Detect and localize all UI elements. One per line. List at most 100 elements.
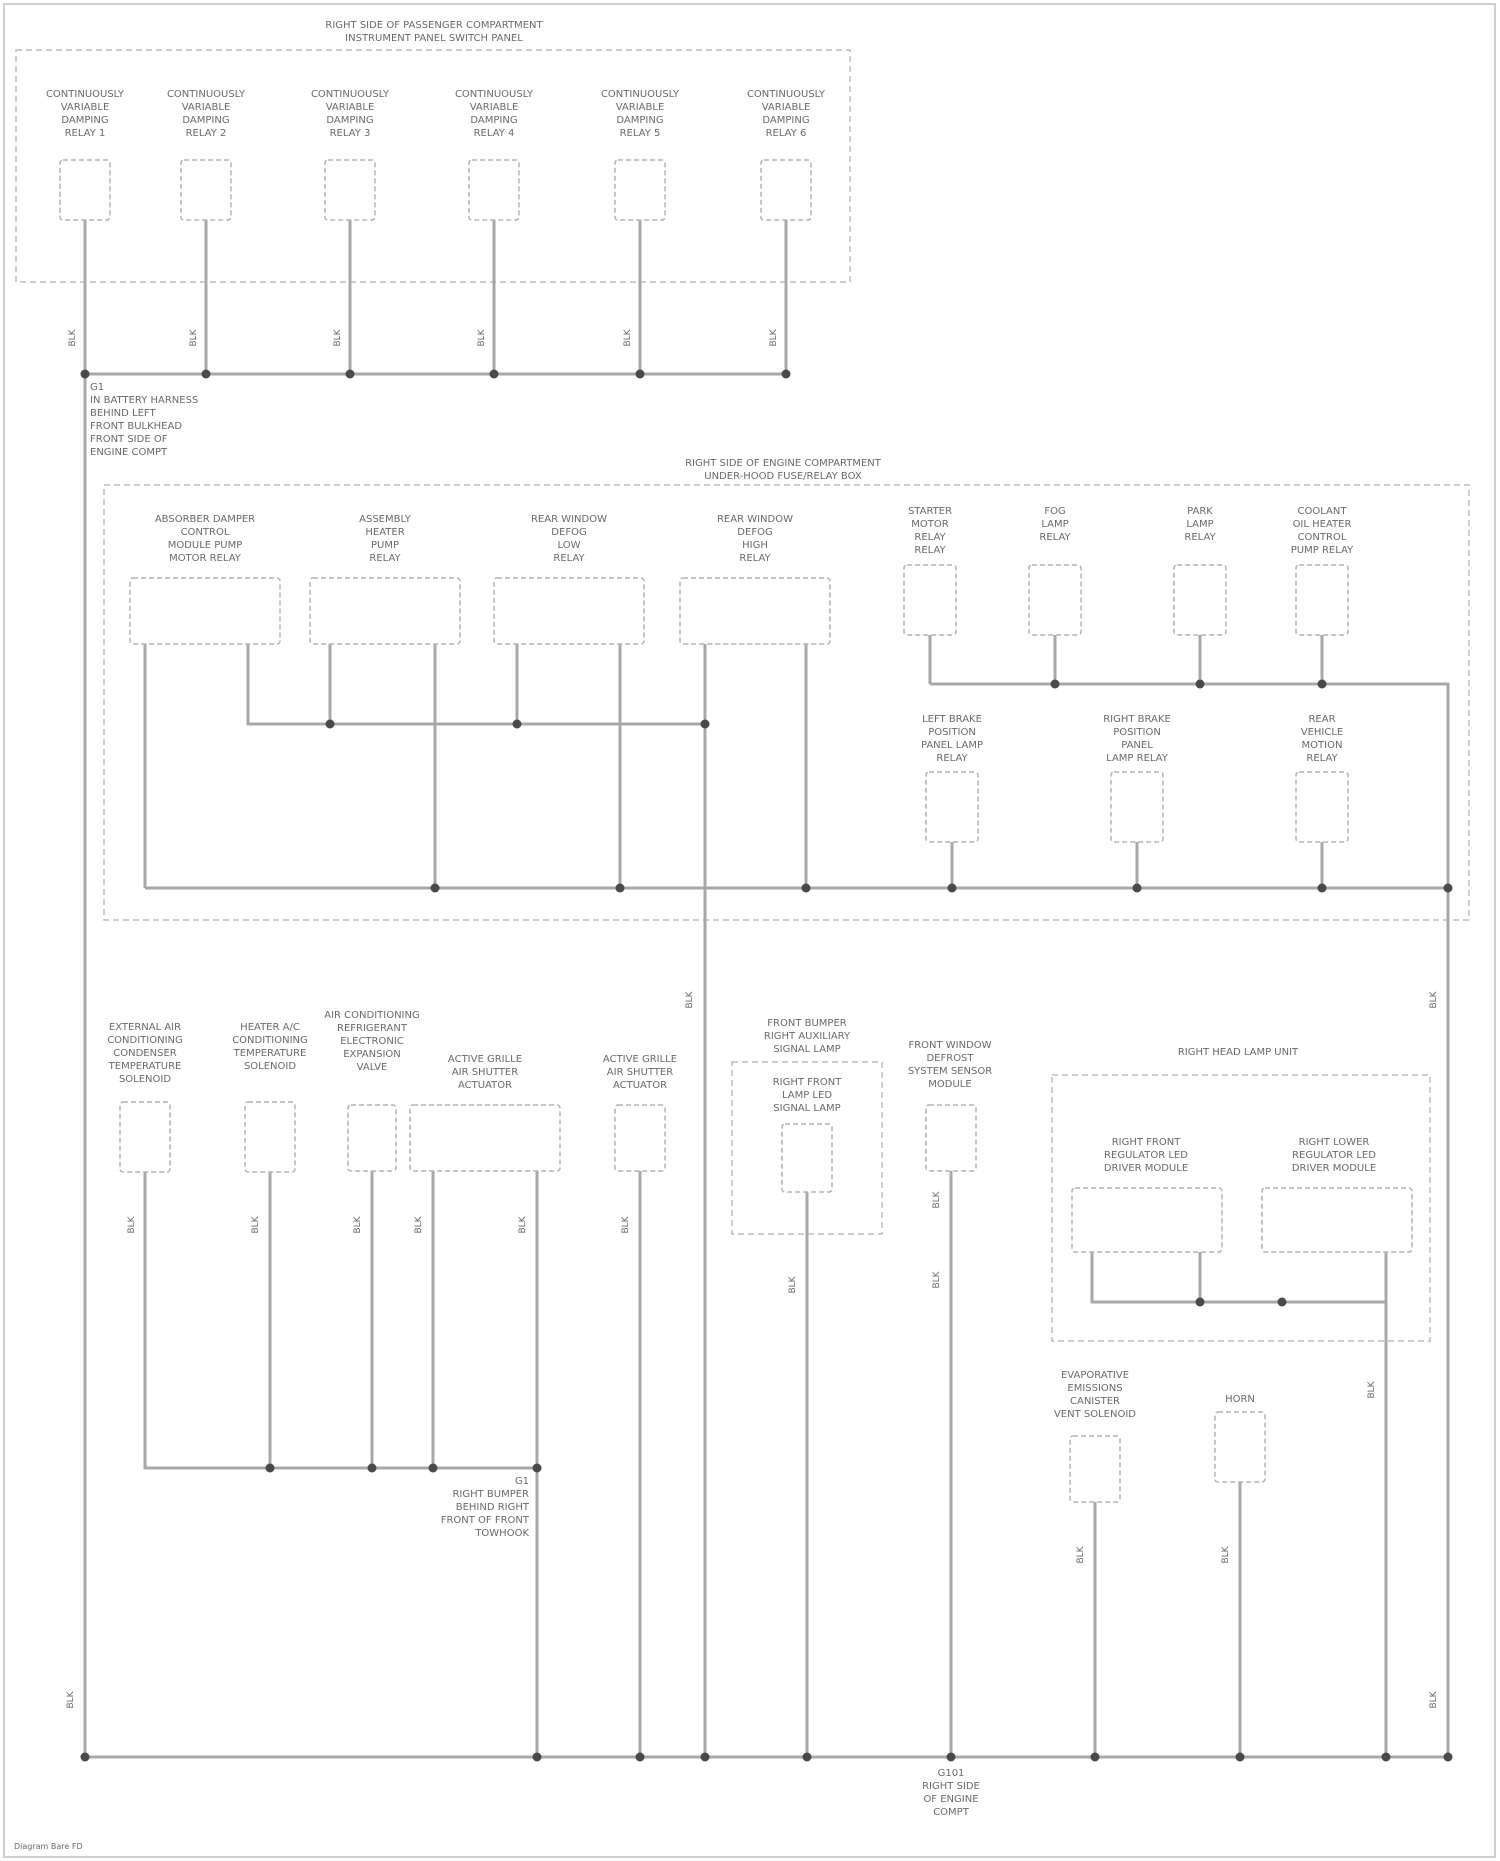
- washer-label-line: SYSTEM SENSOR: [908, 1066, 992, 1077]
- horn-label: HORN: [1225, 1394, 1255, 1405]
- relay-cvd-6-label-line: VARIABLE: [762, 102, 811, 113]
- relay-midlower-2-label-line: VEHICLE: [1301, 727, 1344, 738]
- node-mw-bus: [326, 720, 335, 729]
- node-ground: [1444, 1753, 1453, 1762]
- relay-midwide-0-label: ABSORBER DAMPERCONTROLMODULE PUMPMOTOR R…: [155, 514, 255, 564]
- wire-color-top-0: BLK: [68, 328, 78, 346]
- node-ground: [636, 1753, 645, 1762]
- comp-lower-4-label-line: ACTIVE GRILLE: [603, 1054, 677, 1065]
- relay-cvd-4-label-line: RELAY 4: [474, 128, 515, 139]
- comp-lower-4-label-line: AIR SHUTTER: [607, 1067, 673, 1078]
- node-ml-2: [1318, 884, 1327, 893]
- fog-inner-label-line: LAMP LED: [782, 1090, 832, 1101]
- relay-midlower-2-label-line: RELAY: [1306, 753, 1338, 764]
- relay-cvd-2-label-line: VARIABLE: [182, 102, 231, 113]
- comp-lower-3-label-line: ACTUATOR: [458, 1080, 512, 1091]
- comp-lower-1: [245, 1102, 295, 1172]
- relay-midsmall-3-label-line: PUMP RELAY: [1291, 545, 1354, 556]
- wire-color-low-0: BLK: [127, 1215, 137, 1233]
- lamp-driver-a: [1072, 1188, 1222, 1252]
- splice2-note-line: FRONT OF FRONT: [441, 1515, 530, 1526]
- wire-color-washer-1: BLK: [932, 1190, 942, 1208]
- wire-color-mid-2: BLK: [1429, 990, 1439, 1008]
- lamp-a-label-line: REGULATOR LED: [1104, 1150, 1188, 1161]
- wire-color-low-3: BLK: [414, 1215, 424, 1233]
- relay-midwide-1-label-line: HEATER: [365, 527, 404, 538]
- group-top-title-line: INSTRUMENT PANEL SWITCH PANEL: [345, 33, 523, 44]
- group-underhood-fuse-box: [104, 485, 1469, 920]
- comp-lower-4: [615, 1105, 665, 1171]
- wire-color-evap: BLK: [1076, 1545, 1086, 1563]
- evap-label-line: EMISSIONS: [1067, 1383, 1122, 1394]
- comp-lower-3-label-line: AIR SHUTTER: [452, 1067, 518, 1078]
- relay-cvd-1-label-line: CONTINUOUSLY: [46, 89, 125, 100]
- wire-color-left-bottom: BLK: [66, 1690, 76, 1708]
- ground-note-line: OF ENGINE: [923, 1794, 978, 1805]
- horn: [1215, 1412, 1265, 1482]
- comp-lower-1-label: HEATER A/CCONDITIONINGTEMPERATURESOLENOI…: [232, 1022, 308, 1072]
- relay-cvd-4-label-line: DAMPING: [470, 115, 517, 126]
- node-ms-3: [1318, 680, 1327, 689]
- comp-lower-1-label-line: HEATER A/C: [240, 1022, 300, 1033]
- evap-label-line: VENT SOLENOID: [1054, 1409, 1136, 1420]
- wire-color-top-5: BLK: [769, 328, 779, 346]
- comp-lower-2-label-line: AIR CONDITIONING: [324, 1010, 420, 1021]
- relay-midlower-0-label-line: RELAY: [936, 753, 968, 764]
- node-top-1: [202, 370, 211, 379]
- wire-color-washer-2: BLK: [932, 1270, 942, 1288]
- relay-midsmall-3-label-line: CONTROL: [1298, 532, 1347, 543]
- relay-midsmall-1-label-line: LAMP: [1041, 519, 1068, 530]
- wire-color-top-1: BLK: [189, 328, 199, 346]
- relay-midsmall-3-label-line: COOLANT: [1298, 506, 1348, 517]
- relay-cvd-1: [60, 160, 110, 220]
- relay-midlower-2: [1296, 772, 1348, 842]
- horn-label-line: HORN: [1225, 1394, 1255, 1405]
- washer-label-line: FRONT WINDOW: [908, 1040, 991, 1051]
- washer-label-line: DEFROST: [926, 1053, 974, 1064]
- node-top-5: [782, 370, 791, 379]
- relay-cvd-5-label-line: RELAY 5: [620, 128, 661, 139]
- comp-lower-3-label: ACTIVE GRILLEAIR SHUTTERACTUATOR: [448, 1054, 522, 1091]
- fog-inner-label-line: RIGHT FRONT: [773, 1077, 843, 1088]
- relay-midsmall-0-label-line: RELAY: [914, 532, 946, 543]
- relay-cvd-1-label-line: DAMPING: [61, 115, 108, 126]
- relay-midwide-0-label-line: MOTOR RELAY: [169, 553, 242, 564]
- relay-cvd-6-label-line: RELAY 6: [766, 128, 807, 139]
- relay-midwide-2-label-line: LOW: [558, 540, 581, 551]
- relay-cvd-4: [469, 160, 519, 220]
- node-ml-1: [1133, 884, 1142, 893]
- wire-color-low-2: BLK: [353, 1215, 363, 1233]
- relay-midlower-2-label-line: MOTION: [1302, 740, 1343, 751]
- lamp-a-label-line: DRIVER MODULE: [1104, 1163, 1188, 1174]
- relay-cvd-3-label-line: DAMPING: [326, 115, 373, 126]
- relay-cvd-3: [325, 160, 375, 220]
- relay-midwide-2-label-line: DEFOG: [551, 527, 586, 538]
- node-ground: [1091, 1753, 1100, 1762]
- wire-low-0: [145, 1172, 540, 1468]
- node-ground: [533, 1753, 542, 1762]
- splice1-note-line: IN BATTERY HARNESS: [90, 395, 198, 406]
- splice2-note: G1RIGHT BUMPERBEHIND RIGHTFRONT OF FRONT…: [441, 1476, 530, 1539]
- comp-lower-2-label: AIR CONDITIONINGREFRIGERANTELECTRONICEXP…: [324, 1010, 420, 1073]
- wire-color-low-5: BLK: [621, 1215, 631, 1233]
- ground-note-line: G101: [938, 1768, 965, 1779]
- ground-note-line: RIGHT SIDE: [922, 1781, 980, 1792]
- splice1-note: G1IN BATTERY HARNESSBEHIND LEFTFRONT BUL…: [90, 382, 198, 458]
- relay-midwide-2: [494, 578, 644, 644]
- relay-midlower-0: [926, 772, 978, 842]
- node-ground: [81, 1753, 90, 1762]
- relay-midwide-3: [680, 578, 830, 644]
- footer-code: Diagram Bare FD: [14, 1842, 83, 1851]
- splice1-note-line: FRONT BULKHEAD: [90, 421, 182, 432]
- relay-cvd-6-label-line: DAMPING: [762, 115, 809, 126]
- fog-group-label-line: FRONT BUMPER: [767, 1018, 846, 1029]
- relay-midwide-3-label-line: RELAY: [739, 553, 771, 564]
